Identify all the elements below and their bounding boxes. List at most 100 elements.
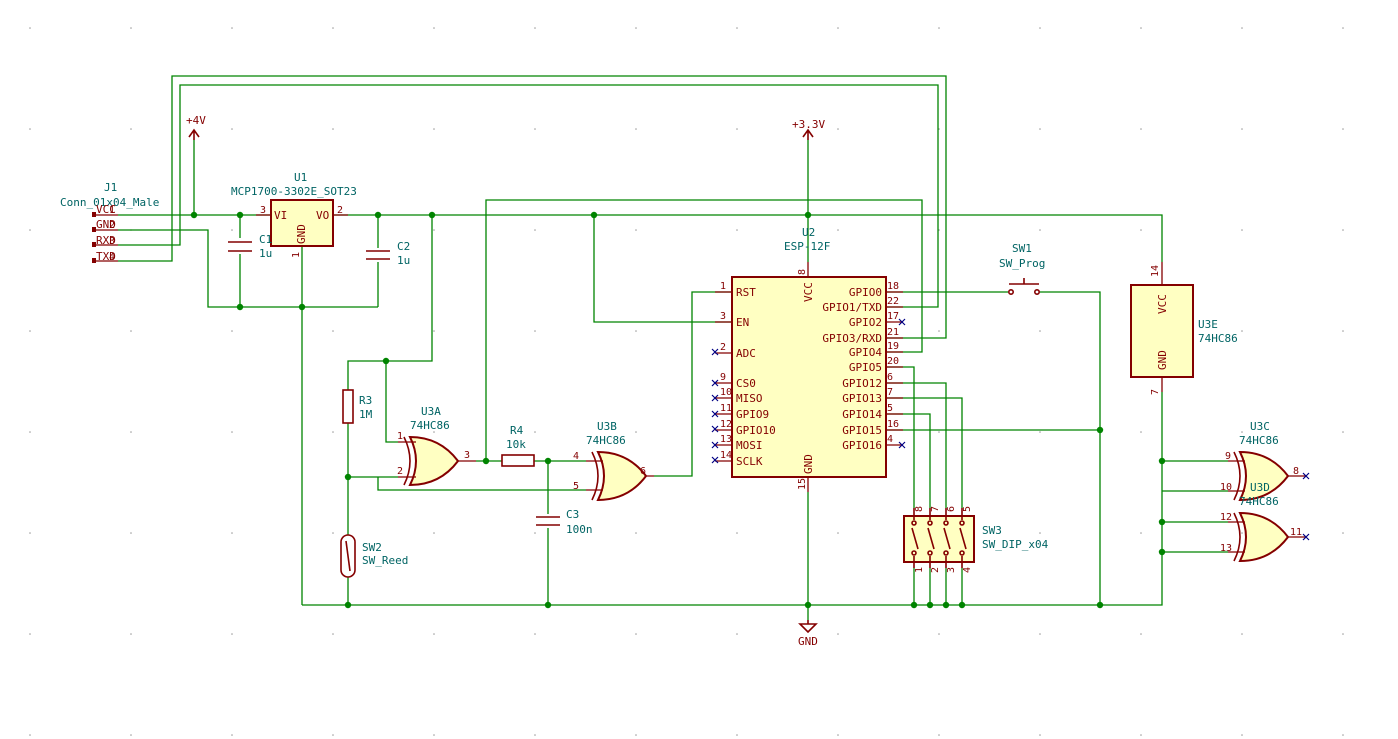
regulator-u1[interactable]: U1 MCP1700-3302E_SOT23 VI VO GND 3 2 1	[231, 171, 357, 258]
u2-vcc: VCC	[802, 282, 815, 302]
grid-dot	[1241, 27, 1243, 29]
c3-ref: C3	[566, 508, 579, 521]
grid-dot	[29, 734, 31, 736]
reed-switch-sw2[interactable]: SW2 SW_Reed	[340, 534, 408, 578]
u2-pin-num-11: 11	[720, 403, 732, 414]
sw3-ref: SW3	[982, 524, 1002, 537]
u3e-gnd: GND	[1156, 350, 1169, 370]
grid-dot	[1039, 128, 1041, 130]
capacitor-c3[interactable]: C3 100n	[536, 508, 593, 536]
u2-pin-num-13: 13	[720, 434, 732, 445]
u2-pin-name-mosi: MOSI	[736, 439, 763, 452]
u2-pin-num-19: 19	[887, 341, 899, 352]
grid-dot	[938, 633, 940, 635]
grid-dot	[635, 330, 637, 332]
u2-pin-name-miso: MISO	[736, 392, 763, 405]
grid-dot	[231, 734, 233, 736]
grid-dot	[837, 633, 839, 635]
grid-dot	[1039, 229, 1041, 231]
grid-dot	[1140, 734, 1142, 736]
sw3-pin-2: 2	[930, 567, 941, 573]
u3b-pin-6: 6	[640, 466, 646, 477]
grid-dot	[1039, 431, 1041, 433]
u2-pin-name-gpio9: GPIO9	[736, 408, 769, 421]
u2-pin-name-en: EN	[736, 316, 749, 329]
grid-dot	[332, 128, 334, 130]
grid-dot	[736, 532, 738, 534]
grid-dot	[1241, 532, 1243, 534]
resistor-r4[interactable]: R4 10k	[501, 424, 535, 467]
grid-dot	[938, 330, 940, 332]
u2-gnd: GND	[802, 454, 815, 474]
u1-value: MCP1700-3302E_SOT23	[231, 185, 357, 198]
grid-dot	[29, 532, 31, 534]
power-gnd-label: GND	[798, 635, 818, 648]
pushbutton-sw1[interactable]: SW1 SW_Prog	[999, 242, 1045, 295]
sw2-ref: SW2	[362, 541, 382, 554]
resistor-r3[interactable]: R3 1M	[342, 389, 373, 424]
grid-dot	[433, 431, 435, 433]
u2-pin-num-9: 9	[720, 372, 726, 383]
u3c-pin-8: 8	[1293, 466, 1299, 477]
u1-ref: U1	[294, 171, 307, 184]
grid-dot	[29, 27, 31, 29]
capacitor-c2[interactable]: C2 1u	[366, 240, 410, 267]
r4-ref: R4	[510, 424, 524, 437]
grid-dot	[1241, 330, 1243, 332]
u2-pin-num-18: 18	[887, 281, 899, 292]
dip-switch-sw3[interactable]: SW3 SW_DIP_x04 8 7 6 5 1 2 3 4	[903, 506, 1049, 573]
u2-value: ESP-12F	[784, 240, 830, 253]
xor-gate-u3c[interactable]: U3C 74HC86 9 10 8	[1220, 420, 1306, 502]
j1-num-2: 2	[109, 220, 115, 231]
xor-gate-u3a[interactable]: U3A 74HC86 1 2 3	[397, 405, 476, 487]
u3b-ref: U3B	[597, 420, 617, 433]
capacitor-c1[interactable]: C1 1u	[228, 233, 272, 260]
grid-dot	[332, 27, 334, 29]
u1-vo: VO	[316, 209, 329, 222]
j1-num-1: 1	[109, 205, 115, 216]
grid-dot	[1342, 633, 1344, 635]
grid-dot	[736, 128, 738, 130]
grid-dot	[1342, 532, 1344, 534]
j1-num-3: 3	[109, 236, 115, 247]
grid-dot	[837, 734, 839, 736]
r3-ref: R3	[359, 394, 372, 407]
grid-dot	[29, 128, 31, 130]
u3e-value: 74HC86	[1198, 332, 1238, 345]
grid-dot	[736, 229, 738, 231]
grid-dot	[534, 633, 536, 635]
u3a-ref: U3A	[421, 405, 441, 418]
j1-pins	[92, 212, 118, 263]
power-unit-u3e[interactable]: VCC GND 14 7 U3E 74HC86	[1130, 262, 1238, 395]
grid-dot	[130, 633, 132, 635]
u2-pin-num-21: 21	[887, 327, 899, 338]
grid-dot	[635, 431, 637, 433]
u2-pin-num-3: 3	[720, 311, 726, 322]
u3a-pin-1: 1	[397, 431, 403, 442]
grid-dot	[1342, 734, 1344, 736]
u2-pin-name-gpio3-rxd: GPIO3/RXD	[822, 332, 882, 345]
connector-j1[interactable]: J1 Conn_01x04_Male VCC GND RXD TXD 1 2 3…	[60, 181, 159, 263]
sw3-pin-7: 7	[930, 506, 941, 512]
grid-dot	[29, 431, 31, 433]
grid-dot	[938, 27, 940, 29]
u2-pin-num-16: 16	[887, 419, 899, 430]
u2-pin-name-gpio5: GPIO5	[849, 361, 882, 374]
grid-dot	[534, 27, 536, 29]
u3b-pin-5: 5	[573, 481, 579, 492]
u1-gnd: GND	[295, 224, 308, 244]
xor-gate-u3d[interactable]: U3D 74HC86 12 13 11	[1220, 481, 1306, 563]
xor-gate-u3b[interactable]: U3B 74HC86 4 5 6	[573, 420, 654, 502]
grid-dot	[1140, 27, 1142, 29]
sw3-pin-5: 5	[962, 506, 973, 512]
u2-pin-name-gpio15: GPIO15	[842, 424, 882, 437]
u2-pin-num-7: 7	[887, 387, 893, 398]
grid-dot	[837, 229, 839, 231]
u2-pin-num-17: 17	[887, 311, 899, 322]
sw3-pin-6: 6	[946, 506, 957, 512]
j1-pin-rxd: RXD	[96, 234, 116, 247]
grid-dot	[433, 734, 435, 736]
u2-pin-num-4: 4	[887, 434, 893, 445]
